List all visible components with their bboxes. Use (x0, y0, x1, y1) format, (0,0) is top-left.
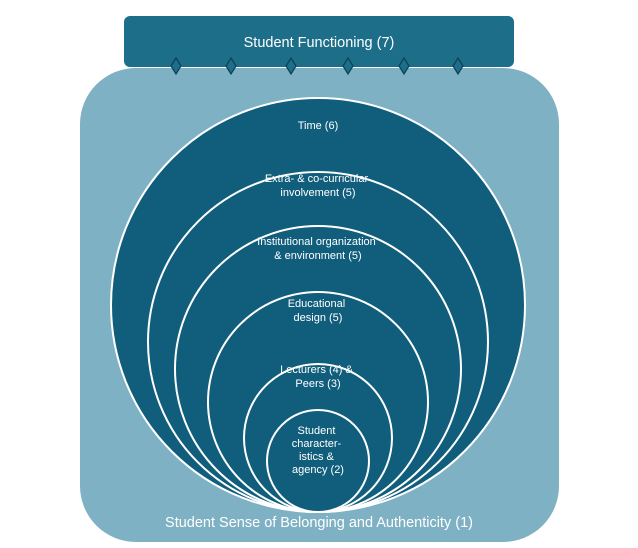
connector-diamonds (170, 56, 464, 76)
nested-circles (110, 97, 526, 513)
top-banner (124, 16, 514, 67)
circle-label-educational-design: Educational design (5) (288, 298, 349, 324)
outer-container-label: Student Sense of Belonging and Authentic… (165, 515, 473, 531)
circle-label-extra-curricular: Extra- & co-curricular involvement (5) (265, 173, 371, 199)
circle-label-lecturers-peers: Lecturers (4) & Peers (3) (280, 364, 356, 390)
circle-label-student-characteristics: Student character- istics & agency (2) (292, 425, 345, 476)
circle-label-time: Time (6) (298, 120, 339, 132)
connector-diamond (398, 56, 410, 76)
connector-diamond (285, 56, 297, 76)
top-banner-label: Student Functioning (7) (244, 35, 395, 51)
connector-diamond (452, 56, 464, 76)
circle-student-characteristics (266, 409, 370, 513)
circle-label-institutional: Institutional organization & environment… (257, 236, 379, 262)
connector-diamond (170, 56, 182, 76)
connector-diamond (225, 56, 237, 76)
connector-diamond (342, 56, 354, 76)
